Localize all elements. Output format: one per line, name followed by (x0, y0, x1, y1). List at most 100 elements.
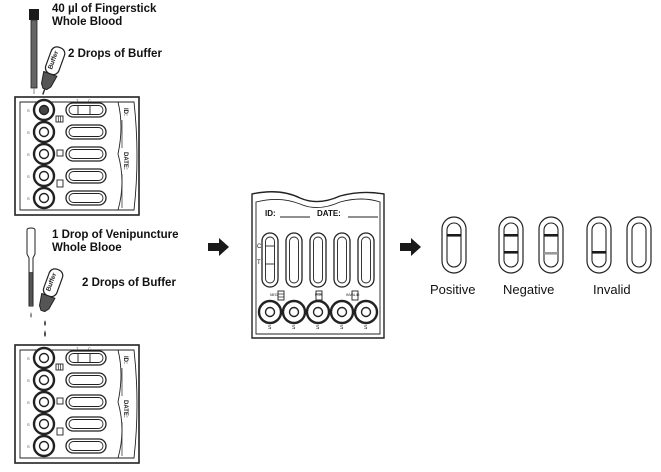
sample-well-center (38, 126, 50, 138)
test-window (65, 168, 107, 184)
sample-well-center (38, 148, 50, 160)
test-window (65, 372, 107, 388)
cassette-inner (19, 101, 123, 211)
well-label: S (364, 325, 368, 331)
test-strip (68, 441, 104, 451)
test-window (65, 438, 107, 454)
sample-well-center (38, 352, 50, 364)
well-label: S (27, 422, 30, 427)
result-strip (538, 216, 564, 274)
test-strip (289, 236, 299, 284)
test-strip (68, 127, 104, 137)
sample-well-center (38, 374, 50, 386)
sample-label-line2: Whole Blood (52, 16, 123, 28)
indicator-pos-icon (56, 149, 64, 157)
strip-window (441, 216, 467, 274)
strip-window (626, 216, 652, 274)
test-strip (68, 193, 104, 203)
well-label: S (292, 325, 296, 331)
well-label: S (27, 152, 30, 157)
sample-label-line2: Whole Blooe (52, 242, 122, 254)
pipette-icon (26, 227, 36, 318)
arrow-right-icon (208, 238, 229, 256)
test-strip (68, 419, 104, 429)
well-label: S (27, 108, 30, 113)
capillary-tube-icon (29, 9, 39, 94)
sample-well-center (38, 170, 50, 182)
strip-inner (543, 222, 559, 268)
strip-mark-c: C (88, 98, 91, 103)
result-label: Invalid (593, 282, 631, 297)
result-strip (441, 216, 467, 274)
sample-well-center (38, 440, 50, 452)
c-label: C (257, 244, 262, 250)
indicator-neg-label: NEG (270, 293, 278, 297)
test-window (65, 416, 107, 432)
test-strip (337, 236, 347, 284)
sample-well-center (38, 192, 50, 204)
result-strip (498, 216, 524, 274)
test-window (285, 232, 303, 288)
well-label: S (27, 174, 30, 179)
buffer-bottle-icon: Buffer (40, 46, 66, 95)
control-line (544, 234, 558, 237)
sample-well-center (312, 306, 324, 318)
test-window (357, 232, 375, 288)
strip-inner (446, 222, 462, 268)
arrow-right-icon (400, 238, 421, 256)
faint-test-line (544, 252, 558, 255)
strip-window (586, 216, 612, 274)
well-label: S (27, 196, 30, 201)
test-line (504, 251, 518, 254)
test-window (333, 232, 351, 288)
sample-well-center (360, 306, 372, 318)
test-strip (68, 105, 104, 115)
indicator-pos-label: POS (315, 293, 323, 297)
indicator-neg-icon (55, 115, 64, 123)
t-label: T (257, 260, 261, 266)
result-strip (586, 216, 612, 274)
control-line (504, 234, 518, 237)
sample-well-center (38, 418, 50, 430)
test-strip (68, 149, 104, 159)
cassette-edge (118, 349, 138, 459)
test-strip (68, 375, 104, 385)
cassette-edge (118, 101, 138, 211)
indicator-invalid-icon (351, 290, 359, 301)
fingerstick-sample-label: 40 µl of Fingerstick Whole Blood (52, 3, 156, 29)
strip-mark-t: T (76, 346, 79, 351)
test-window (309, 232, 327, 288)
sample-label-line1: 1 Drop of Venipuncture (52, 229, 179, 241)
indicator-invalid-icon (56, 427, 64, 436)
test-window (65, 124, 107, 140)
well-label: S (316, 325, 320, 331)
sample-well-center (38, 104, 50, 116)
venipuncture-sample-label: 1 Drop of Venipuncture Whole Blooe (52, 229, 179, 255)
indicator-neg-icon (277, 290, 285, 301)
well-label: S (268, 325, 272, 331)
cassette-inner (19, 349, 123, 459)
well-label: S (27, 378, 30, 383)
test-strip (361, 236, 371, 284)
test-window (65, 146, 107, 162)
id-label: ID: (265, 209, 276, 218)
id-label: ID: (122, 108, 128, 116)
sample-well-center (264, 306, 276, 318)
test-strip (68, 353, 104, 363)
test-strip (313, 236, 323, 284)
result-strip (626, 216, 652, 274)
strip-window (538, 216, 564, 274)
buffer-bottle-icon: Buffer (38, 268, 64, 337)
sample-label-line1: 40 µl of Fingerstick (52, 3, 157, 15)
fingerstick-buffer-label: 2 Drops of Buffer (68, 48, 162, 60)
sample-well-center (288, 306, 300, 318)
indicator-pos-icon (56, 397, 64, 405)
test-window (65, 190, 107, 206)
strip-inner (591, 222, 607, 268)
test-line (592, 251, 606, 254)
date-label: DATE: (122, 400, 128, 418)
test-strip (265, 236, 275, 284)
test-strip (68, 171, 104, 181)
sample-well-center (336, 306, 348, 318)
